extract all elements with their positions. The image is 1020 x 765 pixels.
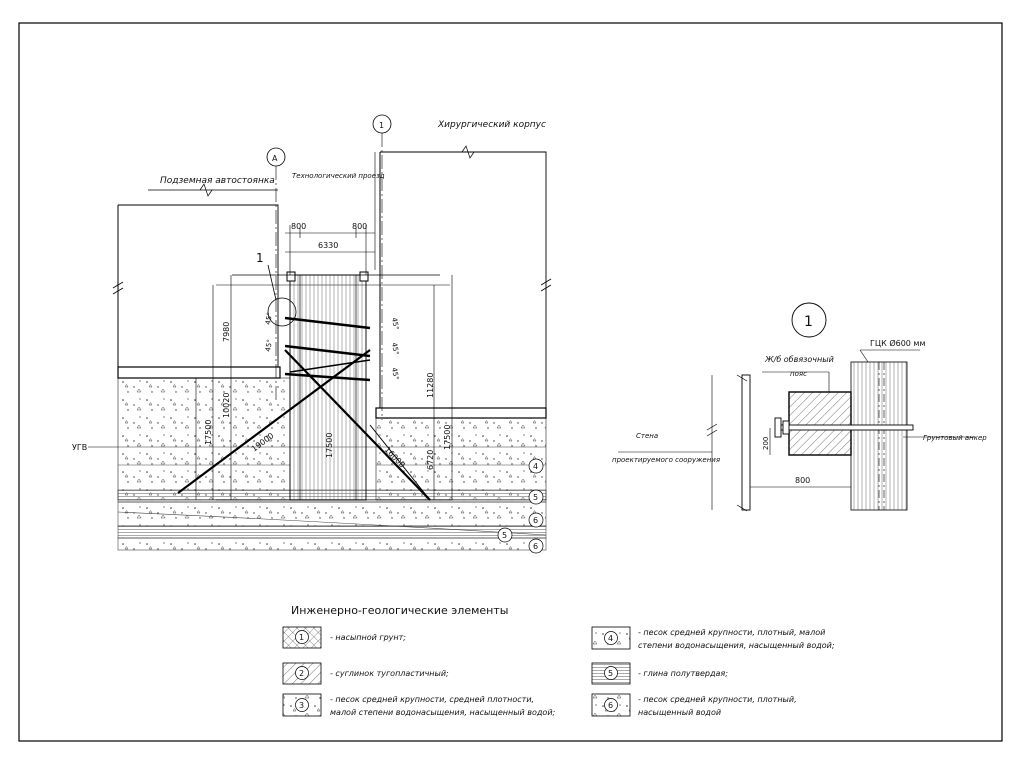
label-tech-passage: Технологический проезд: [292, 172, 385, 180]
detail-dim-800: 800: [795, 476, 810, 485]
legend-num-4: 4: [608, 634, 613, 643]
main-section: Подземная автостоянка Технологический пр…: [72, 114, 552, 554]
dim-11280: 11280: [426, 373, 435, 398]
gck-label: ГЦК Ø600 мм: [870, 338, 926, 348]
axis-a-label: А: [272, 154, 278, 163]
legend: Инженерно-геологические элементы 1 - нас…: [282, 604, 835, 717]
strut-16000: [284, 349, 431, 501]
detail-dim-200: 200: [762, 437, 770, 450]
node-callout-circle: [267, 297, 297, 327]
soil-marker-5a-text: 5: [533, 493, 538, 502]
detail-node-1: 1 Ж/б обвязочный пояс ГЦК Ø600 мм Стена …: [612, 302, 987, 512]
wall-label-line2: проектируемого сооружения: [612, 456, 720, 464]
ugv-label: УГВ: [72, 443, 87, 452]
design-wall: [741, 374, 751, 511]
label-underground-parking: Подземная автостоянка: [160, 176, 275, 186]
legend-text-4b: степени водонасыщения, насыщенный водой;: [638, 641, 835, 650]
soil-layer-3-right: [375, 417, 547, 501]
soil-marker-5b-text: 5: [502, 531, 507, 540]
dim-800-left: 800: [291, 222, 306, 231]
dim-10020: 10020: [222, 393, 231, 418]
belt-label-line2: пояс: [790, 370, 807, 378]
soil-marker-6a-text: 6: [533, 516, 538, 525]
legend-title: Инженерно-геологические элементы: [291, 604, 508, 617]
soil-marker-5b: [497, 527, 513, 543]
legend-num-5: 5: [608, 669, 613, 678]
soil-layer-6: [117, 501, 547, 527]
legend-text-6a: - песок средней крупности, плотный,: [638, 695, 797, 704]
axis-1-label: 1: [379, 121, 384, 130]
angle-45-4: 45°: [390, 342, 400, 356]
detail-marker-circle: [791, 302, 827, 338]
legend-text-4a: - песок средней крупности, плотный, мало…: [638, 628, 825, 637]
sheet-frame: [18, 22, 1003, 742]
wall-label-line1: Стена: [636, 432, 658, 440]
angle-45-2: 45°: [264, 339, 274, 353]
soil-layer-6-low: [117, 537, 547, 551]
ground-anchor-rod: [777, 424, 914, 431]
angle-45-3: 45°: [390, 317, 400, 331]
soil-layer-5-low: [117, 525, 547, 539]
legend-text-2: - суглинок тугопластичный;: [330, 669, 449, 678]
node-marker-label: 1: [256, 251, 264, 265]
angle-45-5: 45°: [390, 367, 400, 381]
strut-19000: [177, 349, 371, 494]
legend-text-3a: - песок средней крупности, средней плотн…: [330, 695, 534, 704]
legend-num-3: 3: [299, 701, 304, 710]
anchor-label: Грунтовый анкер: [923, 434, 987, 442]
dim-17500-mid: 17500: [325, 433, 334, 458]
dim-6330: 6330: [318, 241, 338, 250]
dim-800-right: 800: [352, 222, 367, 231]
detail-marker-label: 1: [804, 314, 813, 330]
anchor-1: [284, 316, 371, 330]
soil-marker-6b-text: 6: [533, 542, 538, 551]
legend-num-2: 2: [299, 669, 304, 678]
dim-7980: 7980: [222, 322, 231, 342]
legend-num-6: 6: [608, 701, 613, 710]
left-ground-slab: [117, 366, 281, 379]
soil-marker-4: [528, 458, 544, 474]
legend-text-6b: насыщенный водой: [638, 708, 721, 717]
rc-belt: [788, 391, 852, 456]
belt-label-line1: Ж/б обвязочный: [764, 355, 834, 364]
anchor-2: [284, 344, 371, 358]
dim-6720: 6720: [426, 450, 435, 470]
soil-marker-6a: [528, 512, 544, 528]
legend-text-3b: малой степени водонасыщения, насыщенный …: [330, 708, 556, 717]
legend-text-1: - насыпной грунт;: [330, 633, 406, 642]
legend-num-1: 1: [299, 633, 304, 642]
angle-45-1: 45°: [264, 312, 274, 326]
legend-text-5: - глина полутвердая;: [638, 669, 728, 678]
label-surgical-building: Хирургический корпус: [437, 120, 546, 130]
dim-17500-right: 17500: [443, 425, 452, 450]
anchor-3: [284, 372, 371, 382]
soil-marker-4-text: 4: [533, 462, 538, 471]
dim-17500-left: 17500: [204, 420, 213, 445]
soil-marker-6b: [528, 538, 544, 554]
right-ground-slab: [375, 407, 547, 419]
passage-zone: [289, 274, 367, 501]
soil-marker-5a: [528, 489, 544, 505]
